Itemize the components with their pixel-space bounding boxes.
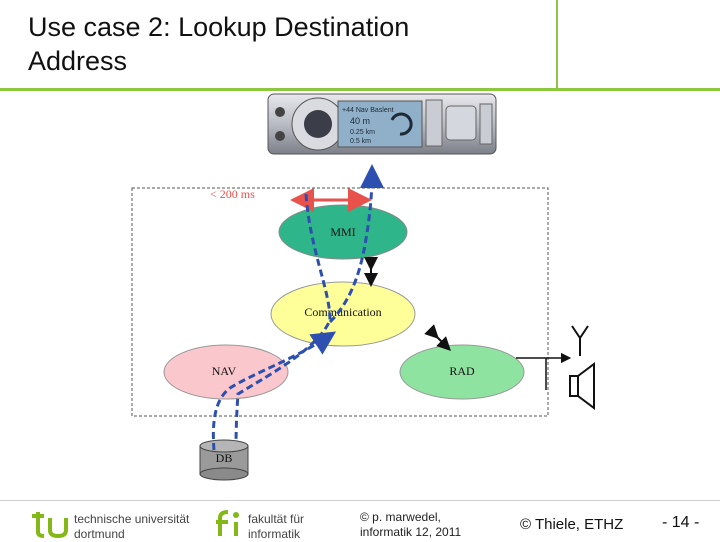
fi-text: fakultät für informatik [248, 512, 304, 542]
nav-label: NAV [212, 364, 237, 378]
copyright-text: © Thiele, ETHZ [520, 516, 624, 533]
car-radio-device: +44 Nav Baslent 40 m 0.25 km 0.5 km [267, 93, 497, 155]
device-dpad [445, 105, 477, 141]
page-number: - 14 - [662, 514, 700, 531]
device-knob [304, 110, 332, 138]
title-divider-vertical [556, 0, 558, 90]
db-label: DB [216, 451, 233, 465]
communication-node [270, 281, 416, 347]
communication-rad-link [424, 324, 451, 351]
system-boundary [131, 187, 549, 417]
device-button [275, 131, 285, 141]
fi-line1: fakultät für [248, 512, 305, 526]
communication-label: Communication [304, 305, 381, 319]
tu-dortmund-logo-icon [32, 512, 68, 538]
credit-text: © p. marwedel, informatik 12, 2011 [360, 510, 461, 540]
request-flow-path [234, 193, 332, 444]
mmi-node [278, 204, 408, 260]
db-cylinder [199, 439, 249, 481]
device-display-line1: +44 Nav Baslent [342, 107, 394, 114]
title-divider-horizontal [0, 88, 720, 91]
device-button-column [425, 99, 443, 147]
slide-title-line1: Use case 2: Lookup Destination [28, 12, 410, 42]
display-flow-path [328, 164, 384, 324]
device-display-line2: 40 m [350, 116, 370, 126]
tu-line1: technische universität [74, 512, 190, 526]
rad-node [399, 344, 525, 400]
slide-title-line2: Address [28, 46, 128, 76]
credit-line1: © p. marwedel, [360, 510, 441, 524]
response-flow-path [211, 331, 337, 451]
fi-logo-icon [216, 510, 239, 536]
tu-line2: dortmund [74, 527, 125, 541]
fi-line2: informatik [248, 527, 301, 541]
device-turn-arrow-icon [390, 112, 413, 136]
latency-label: < 200 ms [210, 187, 255, 201]
device-side-buttons [479, 103, 493, 145]
device-display-line4: 0.5 km [350, 138, 371, 145]
rad-label: RAD [449, 364, 475, 378]
credit-line2: informatik 12, 2011 [360, 525, 462, 539]
device-button [275, 107, 285, 117]
slide-title: Use case 2: Lookup Destination Address [28, 10, 548, 78]
footer-divider [0, 500, 720, 501]
device-display [337, 100, 423, 148]
nav-node [163, 344, 289, 400]
mmi-label: MMI [330, 225, 355, 239]
device-display-line3: 0.25 km [350, 129, 375, 136]
antenna-icon [571, 325, 589, 356]
speaker-icon [569, 362, 595, 410]
tu-dortmund-text: technische universität dortmund [74, 512, 189, 542]
